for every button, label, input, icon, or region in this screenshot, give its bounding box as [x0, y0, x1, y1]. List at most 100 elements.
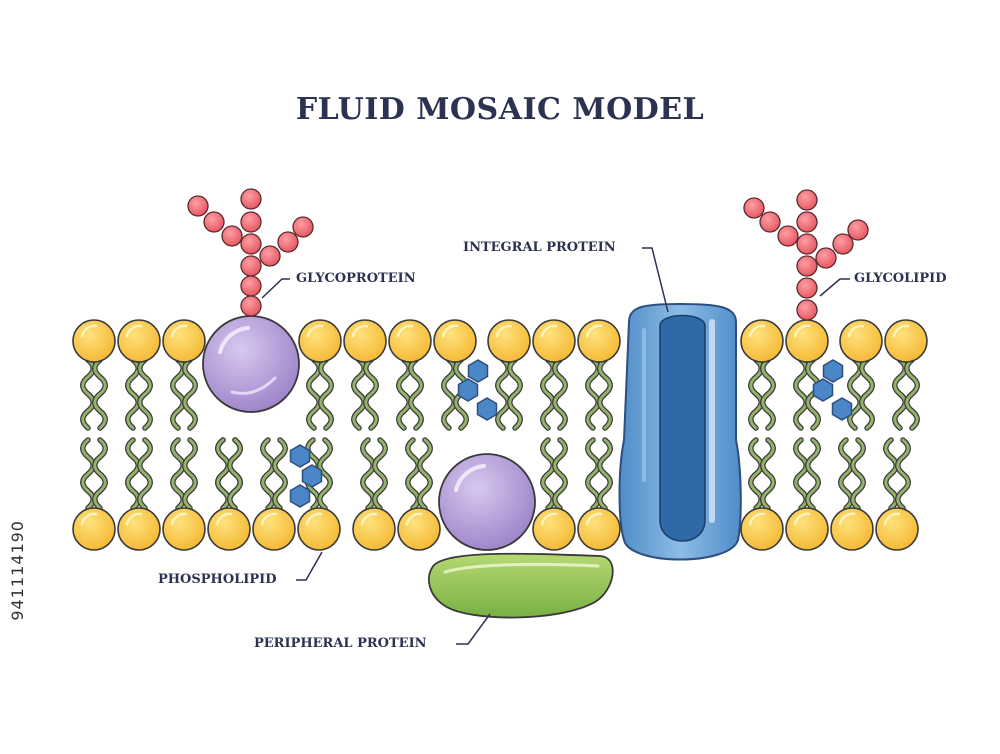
- sugar-bead: [759, 211, 781, 233]
- sugar-bead: [796, 299, 818, 321]
- lipid-tail: [228, 438, 242, 510]
- sugar-bead: [832, 233, 854, 255]
- lipid-tail: [171, 438, 185, 510]
- lipid-tail: [93, 358, 107, 430]
- sugar-bead: [815, 247, 837, 269]
- lipid-tail: [508, 358, 522, 430]
- sugar-bead: [240, 295, 262, 317]
- lipid-tail: [586, 438, 600, 510]
- sugar-bead: [292, 216, 314, 238]
- sugar-bead: [796, 277, 818, 299]
- stock-id: 941114190: [8, 520, 27, 621]
- sugar-bead: [847, 219, 869, 241]
- label-leader-lines: [261, 247, 850, 645]
- lipid-tail: [794, 358, 808, 430]
- integral-protein-channel: [659, 314, 706, 542]
- lipid-tail: [81, 358, 95, 430]
- cholesterol-ring: [822, 359, 844, 383]
- cholesterol-ring: [289, 484, 311, 508]
- lipid-tail: [541, 438, 555, 510]
- carbohydrate-chains: [187, 188, 869, 321]
- lipid-tail: [307, 358, 321, 430]
- label-glycolipid: GLYCOLIPID: [854, 271, 947, 286]
- lipid-tail: [598, 358, 612, 430]
- cholesterol-ring: [457, 378, 479, 402]
- lipid-tail: [442, 358, 456, 430]
- lipid-tail: [905, 358, 919, 430]
- lipid-tail: [216, 438, 230, 510]
- lipid-tail: [749, 438, 763, 510]
- proteins: [202, 302, 853, 619]
- sugar-bead: [796, 255, 818, 277]
- glycoprotein-body: [202, 315, 300, 413]
- lipid-tail: [183, 438, 197, 510]
- sugar-bead: [796, 211, 818, 233]
- lipid-tail: [884, 438, 898, 510]
- sugar-bead: [777, 225, 799, 247]
- lipid-tail: [586, 358, 600, 430]
- label-glycoprotein: GLYCOPROTEIN: [296, 271, 416, 286]
- lipid-tail: [409, 358, 423, 430]
- lipid-tail: [138, 438, 152, 510]
- lipid-tail: [273, 438, 287, 510]
- sugar-bead: [743, 197, 765, 219]
- lipid-tail: [598, 438, 612, 510]
- lipid-tail: [848, 358, 862, 430]
- lipid-tails: [80, 357, 920, 511]
- sugar-bead: [796, 189, 818, 211]
- cholesterol-ring: [289, 444, 311, 468]
- embedded-protein: [438, 453, 536, 551]
- lipid-tail: [171, 358, 185, 430]
- lipid-tail: [397, 358, 411, 430]
- leader-phospholipid: [296, 551, 323, 581]
- lipid-tail: [896, 438, 910, 510]
- lipid-tail: [364, 358, 378, 430]
- lipid-tail: [794, 438, 808, 510]
- lipid-tail: [361, 438, 375, 510]
- sugar-bead: [203, 211, 225, 233]
- lipid-tail: [851, 438, 865, 510]
- sugar-bead: [240, 211, 262, 233]
- lipid-tail: [860, 358, 874, 430]
- sugar-bead: [277, 231, 299, 253]
- lipid-tail: [319, 358, 333, 430]
- lipid-tail: [406, 438, 420, 510]
- sugar-bead: [240, 255, 262, 277]
- lipid-tail: [893, 358, 907, 430]
- phospholipid-heads: [72, 319, 928, 551]
- lipid-tail: [418, 438, 432, 510]
- sugar-bead: [240, 275, 262, 297]
- lipid-tail: [126, 358, 140, 430]
- cholesterol-ring: [812, 378, 834, 402]
- diagram-title: FLUID MOSAIC MODEL: [295, 92, 705, 127]
- cholesterol-ring: [476, 397, 498, 421]
- sugar-bead: [221, 225, 243, 247]
- sugar-bead: [259, 245, 281, 267]
- lipid-tail: [183, 358, 197, 430]
- leader-glycoprotein: [261, 278, 290, 299]
- peripheral-protein: [428, 552, 614, 619]
- label-peripheral-protein: PERIPHERAL PROTEIN: [254, 636, 427, 651]
- lipid-tail: [261, 438, 275, 510]
- lipid-tail: [93, 438, 107, 510]
- label-phospholipid: PHOSPHOLIPID: [158, 572, 277, 587]
- lipid-tail: [373, 438, 387, 510]
- lipid-tail: [126, 438, 140, 510]
- sugar-bead: [187, 195, 209, 217]
- label-integral-protein: INTEGRAL PROTEIN: [463, 240, 616, 255]
- sugar-bead: [240, 188, 262, 210]
- sugar-bead: [796, 233, 818, 255]
- lipid-tail: [839, 438, 853, 510]
- cholesterol-ring: [831, 397, 853, 421]
- lipid-tail: [553, 358, 567, 430]
- lipid-tail: [749, 358, 763, 430]
- cholesterol-ring: [467, 359, 489, 383]
- sugar-bead: [240, 233, 262, 255]
- leader-glycolipid: [819, 278, 850, 297]
- lipid-tail: [496, 358, 510, 430]
- lipid-tail: [806, 438, 820, 510]
- lipid-tail: [81, 438, 95, 510]
- lipid-tail: [761, 438, 775, 510]
- lipid-tail: [553, 438, 567, 510]
